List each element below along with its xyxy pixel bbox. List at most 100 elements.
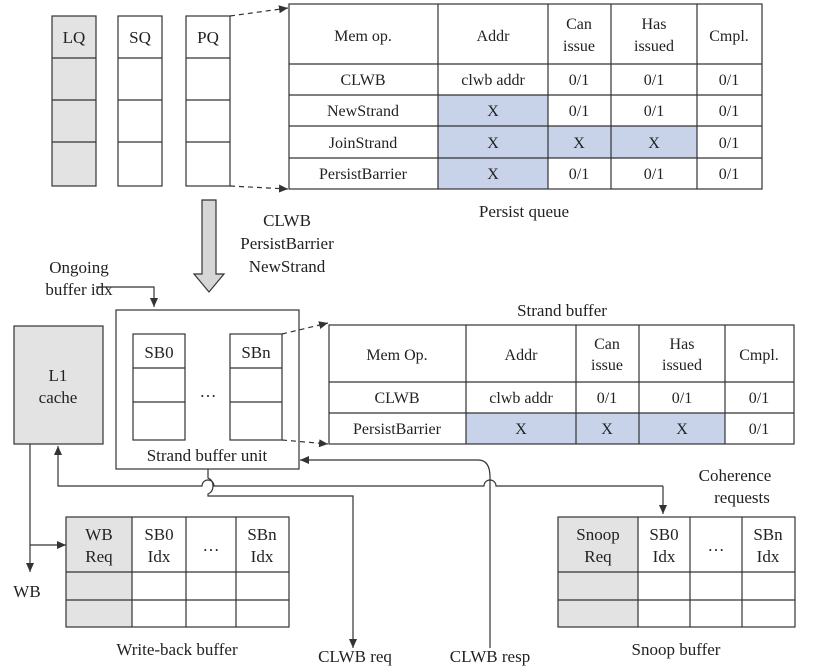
- pq-cell: X: [573, 135, 585, 152]
- sb-header-addr: Addr: [505, 347, 539, 364]
- pq-cell: clwb addr: [461, 72, 525, 89]
- sb-header-cmpl: Cmpl.: [739, 347, 779, 364]
- wb-header-idx0: Idx: [148, 547, 171, 566]
- sb-cell: X: [515, 421, 527, 438]
- snoop-header-sb0: SB0: [649, 525, 678, 544]
- pq-cell: 0/1: [719, 103, 739, 120]
- flow-label-clwb: CLWB: [263, 211, 311, 230]
- sb-cell: X: [676, 421, 688, 438]
- pq-row-persistbarrier: PersistBarrier X 0/1 0/1 0/1: [319, 166, 739, 183]
- snoop-header-req: Req: [584, 547, 612, 566]
- pq-header-has: Has: [642, 16, 667, 33]
- strand-buffer-table: Mem Op. Addr Can issue Has issued Cmpl. …: [328, 324, 795, 445]
- pq-header-memop: Mem op.: [334, 28, 392, 45]
- sb-cell: X: [601, 421, 613, 438]
- sb-cell: 0/1: [672, 390, 692, 407]
- pq-cell: 0/1: [569, 72, 589, 89]
- coherence-label-line2: requests: [714, 488, 770, 507]
- write-back-buffer-caption: Write-back buffer: [116, 640, 238, 659]
- wb-header-sb0: SB0: [144, 525, 173, 544]
- persist-queue-caption: Persist queue: [479, 202, 569, 221]
- pq-cell: CLWB: [340, 72, 385, 89]
- strand-buffer-caption: Strand buffer: [517, 301, 607, 320]
- pq-cell: 0/1: [569, 103, 589, 120]
- snoop-buffer-caption: Snoop buffer: [632, 640, 721, 659]
- pq-header-can: Can: [566, 16, 592, 33]
- sb-header-memop: Mem Op.: [366, 347, 427, 364]
- l1-label-line2: cache: [39, 388, 78, 407]
- pq-row-newstrand: NewStrand X 0/1 0/1 0/1: [327, 103, 739, 120]
- snoop-header-sbn: SBn: [753, 525, 783, 544]
- flow-label-persistbarrier: PersistBarrier: [240, 234, 334, 253]
- clwb-resp-label: CLWB resp: [450, 647, 530, 666]
- sb-header-issue: issue: [591, 357, 623, 374]
- pq-cell: JoinStrand: [329, 135, 397, 152]
- snoop-header-idxn: Idx: [757, 547, 780, 566]
- strand-buffer-unit: SB0 SBn … Strand buffer unit: [115, 309, 300, 470]
- pq-cell: 0/1: [644, 103, 664, 120]
- pq-row-clwb: CLWB clwb addr 0/1 0/1 0/1: [340, 72, 739, 89]
- l1-return-wire: [54, 446, 663, 487]
- sb-header-has: Has: [670, 336, 695, 353]
- sb-row-clwb: CLWB clwb addr 0/1 0/1 0/1: [374, 390, 769, 407]
- flow-label-newstrand: NewStrand: [249, 257, 326, 276]
- persist-queue-column: PQ: [185, 15, 231, 187]
- wb-header-req: Req: [85, 547, 113, 566]
- pq-header-cmpl: Cmpl.: [709, 28, 749, 45]
- sb-row-persistbarrier: PersistBarrier X X X 0/1: [353, 421, 769, 438]
- snoop-header-ellipsis: …: [708, 536, 725, 555]
- sb-cell: 0/1: [597, 390, 617, 407]
- pq-label: PQ: [197, 28, 219, 47]
- ongoing-label-line1: Ongoing: [49, 258, 109, 277]
- pq-cell: X: [487, 103, 499, 120]
- sb0-label: SB0: [144, 343, 173, 362]
- pq-cell: X: [487, 166, 499, 183]
- strand-buffer-unit-caption: Strand buffer unit: [147, 446, 268, 465]
- pq-header-issued: issued: [634, 38, 674, 55]
- sb-cell: PersistBarrier: [353, 421, 442, 438]
- sb-header-can: Can: [594, 336, 620, 353]
- ongoing-arrow: [96, 286, 158, 307]
- sbn-label: SBn: [241, 343, 271, 362]
- wb-header-wb: WB: [85, 525, 112, 544]
- pq-cell: 0/1: [719, 72, 739, 89]
- pq-row-joinstrand: JoinStrand X X X 0/1: [329, 135, 739, 152]
- wb-header-idxn: Idx: [251, 547, 274, 566]
- pq-cell: X: [487, 135, 499, 152]
- clwb-req-wire: [207, 469, 357, 648]
- store-queue: SQ: [117, 15, 163, 187]
- persist-queue-table: Mem op. Addr Can issue Has issued Cmpl. …: [288, 3, 763, 190]
- clwb-resp-wire: [300, 456, 491, 648]
- l1-cache: L1 cache: [13, 325, 104, 445]
- pq-header-issue: issue: [563, 38, 595, 55]
- wb-label: WB: [13, 582, 40, 601]
- write-back-buffer: WB Req SB0 Idx … SBn Idx: [65, 516, 290, 628]
- sb-cell: CLWB: [374, 390, 419, 407]
- down-block-arrow: [192, 199, 226, 293]
- snoop-header-snoop: Snoop: [576, 525, 619, 544]
- pq-cell: NewStrand: [327, 103, 399, 120]
- load-queue: LQ: [51, 15, 97, 187]
- pq-header-addr: Addr: [477, 28, 511, 45]
- coherence-label-line1: Coherence: [699, 466, 772, 485]
- pq-cell: 0/1: [644, 72, 664, 89]
- sq-label: SQ: [129, 28, 151, 47]
- wb-header-sbn: SBn: [247, 525, 277, 544]
- snoop-header-idx0: Idx: [653, 547, 676, 566]
- pq-cell: 0/1: [644, 166, 664, 183]
- clwb-req-label: CLWB req: [318, 647, 392, 666]
- pq-cell: PersistBarrier: [319, 166, 408, 183]
- sb-cell: clwb addr: [489, 390, 553, 407]
- sb-header-issued: issued: [662, 357, 702, 374]
- wb-header-ellipsis: …: [203, 536, 220, 555]
- pq-cell: X: [648, 135, 660, 152]
- snoop-buffer: Snoop Req SB0 Idx … SBn Idx: [557, 516, 796, 628]
- sb-cell: 0/1: [749, 421, 769, 438]
- sb-cell: 0/1: [749, 390, 769, 407]
- pq-cell: 0/1: [719, 135, 739, 152]
- ongoing-label-line2: buffer idx: [45, 280, 113, 299]
- pq-cell: 0/1: [569, 166, 589, 183]
- pq-cell: 0/1: [719, 166, 739, 183]
- lq-label: LQ: [63, 28, 86, 47]
